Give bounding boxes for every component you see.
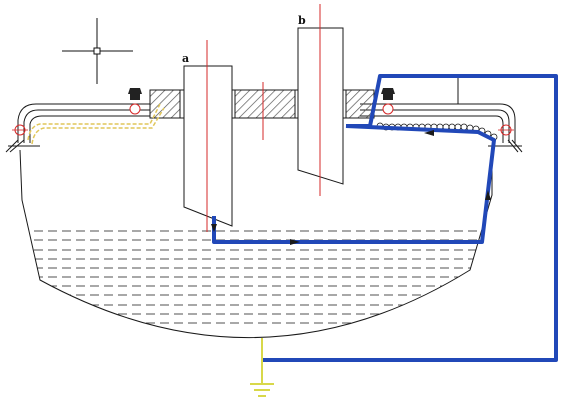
disc-b <box>297 4 344 196</box>
ground-symbol-icon <box>250 338 274 397</box>
label-b: b <box>298 14 306 27</box>
current-path <box>212 74 558 362</box>
tank-body <box>5 103 523 338</box>
disc-a <box>183 40 233 232</box>
crosshair-cursor-icon <box>62 18 133 84</box>
liquid-level <box>20 230 492 324</box>
brush-holder-icon-right <box>381 88 395 115</box>
chain-left <box>12 103 165 145</box>
brush-holder-icon-left <box>128 88 142 115</box>
current-arrows <box>211 130 491 245</box>
label-a: a <box>182 52 189 65</box>
